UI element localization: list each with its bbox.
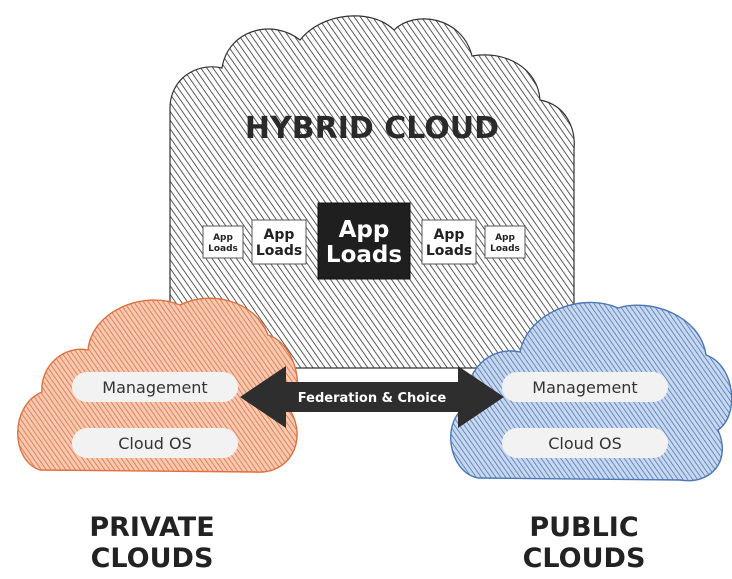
hybrid-cloud-title: HYBRID CLOUD: [245, 111, 499, 146]
private-clouds-label-line2: CLOUDS: [91, 543, 214, 574]
app-loads-line2: Loads: [490, 244, 520, 254]
public-management-label: Management: [532, 378, 637, 397]
app-loads-line1: App: [495, 233, 515, 243]
app-loads-line2: Loads: [256, 243, 302, 259]
app-loads-box-main: App Loads: [317, 202, 411, 280]
private-cloud-os-pill: Cloud OS: [72, 428, 238, 458]
public-cloud-os-pill: Cloud OS: [502, 428, 668, 458]
app-loads-line1: App: [264, 227, 295, 243]
private-management-label: Management: [102, 378, 207, 397]
app-loads-line1: App: [213, 233, 233, 243]
private-cloud-os-label: Cloud OS: [118, 434, 192, 453]
app-loads-line1: App: [434, 227, 465, 243]
federation-arrow: Federation & Choice: [240, 366, 504, 428]
federation-label: Federation & Choice: [298, 391, 447, 406]
app-loads-box-small-right: App Loads: [484, 225, 526, 259]
app-loads-box-small-left: App Loads: [202, 225, 244, 259]
app-loads-line2: Loads: [426, 243, 472, 259]
double-arrow-icon: [240, 366, 504, 428]
public-clouds-label-line1: PUBLIC: [529, 512, 638, 543]
private-management-pill: Management: [72, 372, 238, 402]
public-cloud-os-label: Cloud OS: [548, 434, 622, 453]
app-loads-box-medium-left: App Loads: [251, 219, 307, 265]
public-clouds-label-line2: CLOUDS: [523, 543, 646, 574]
app-loads-line2: Loads: [208, 244, 238, 254]
private-clouds-label-line1: PRIVATE: [89, 512, 214, 543]
hybrid-cloud-shape: [169, 15, 575, 369]
app-loads-line2: Loads: [326, 242, 402, 268]
app-loads-line1: App: [339, 217, 390, 243]
public-management-pill: Management: [502, 372, 668, 402]
app-loads-box-medium-right: App Loads: [421, 219, 477, 265]
